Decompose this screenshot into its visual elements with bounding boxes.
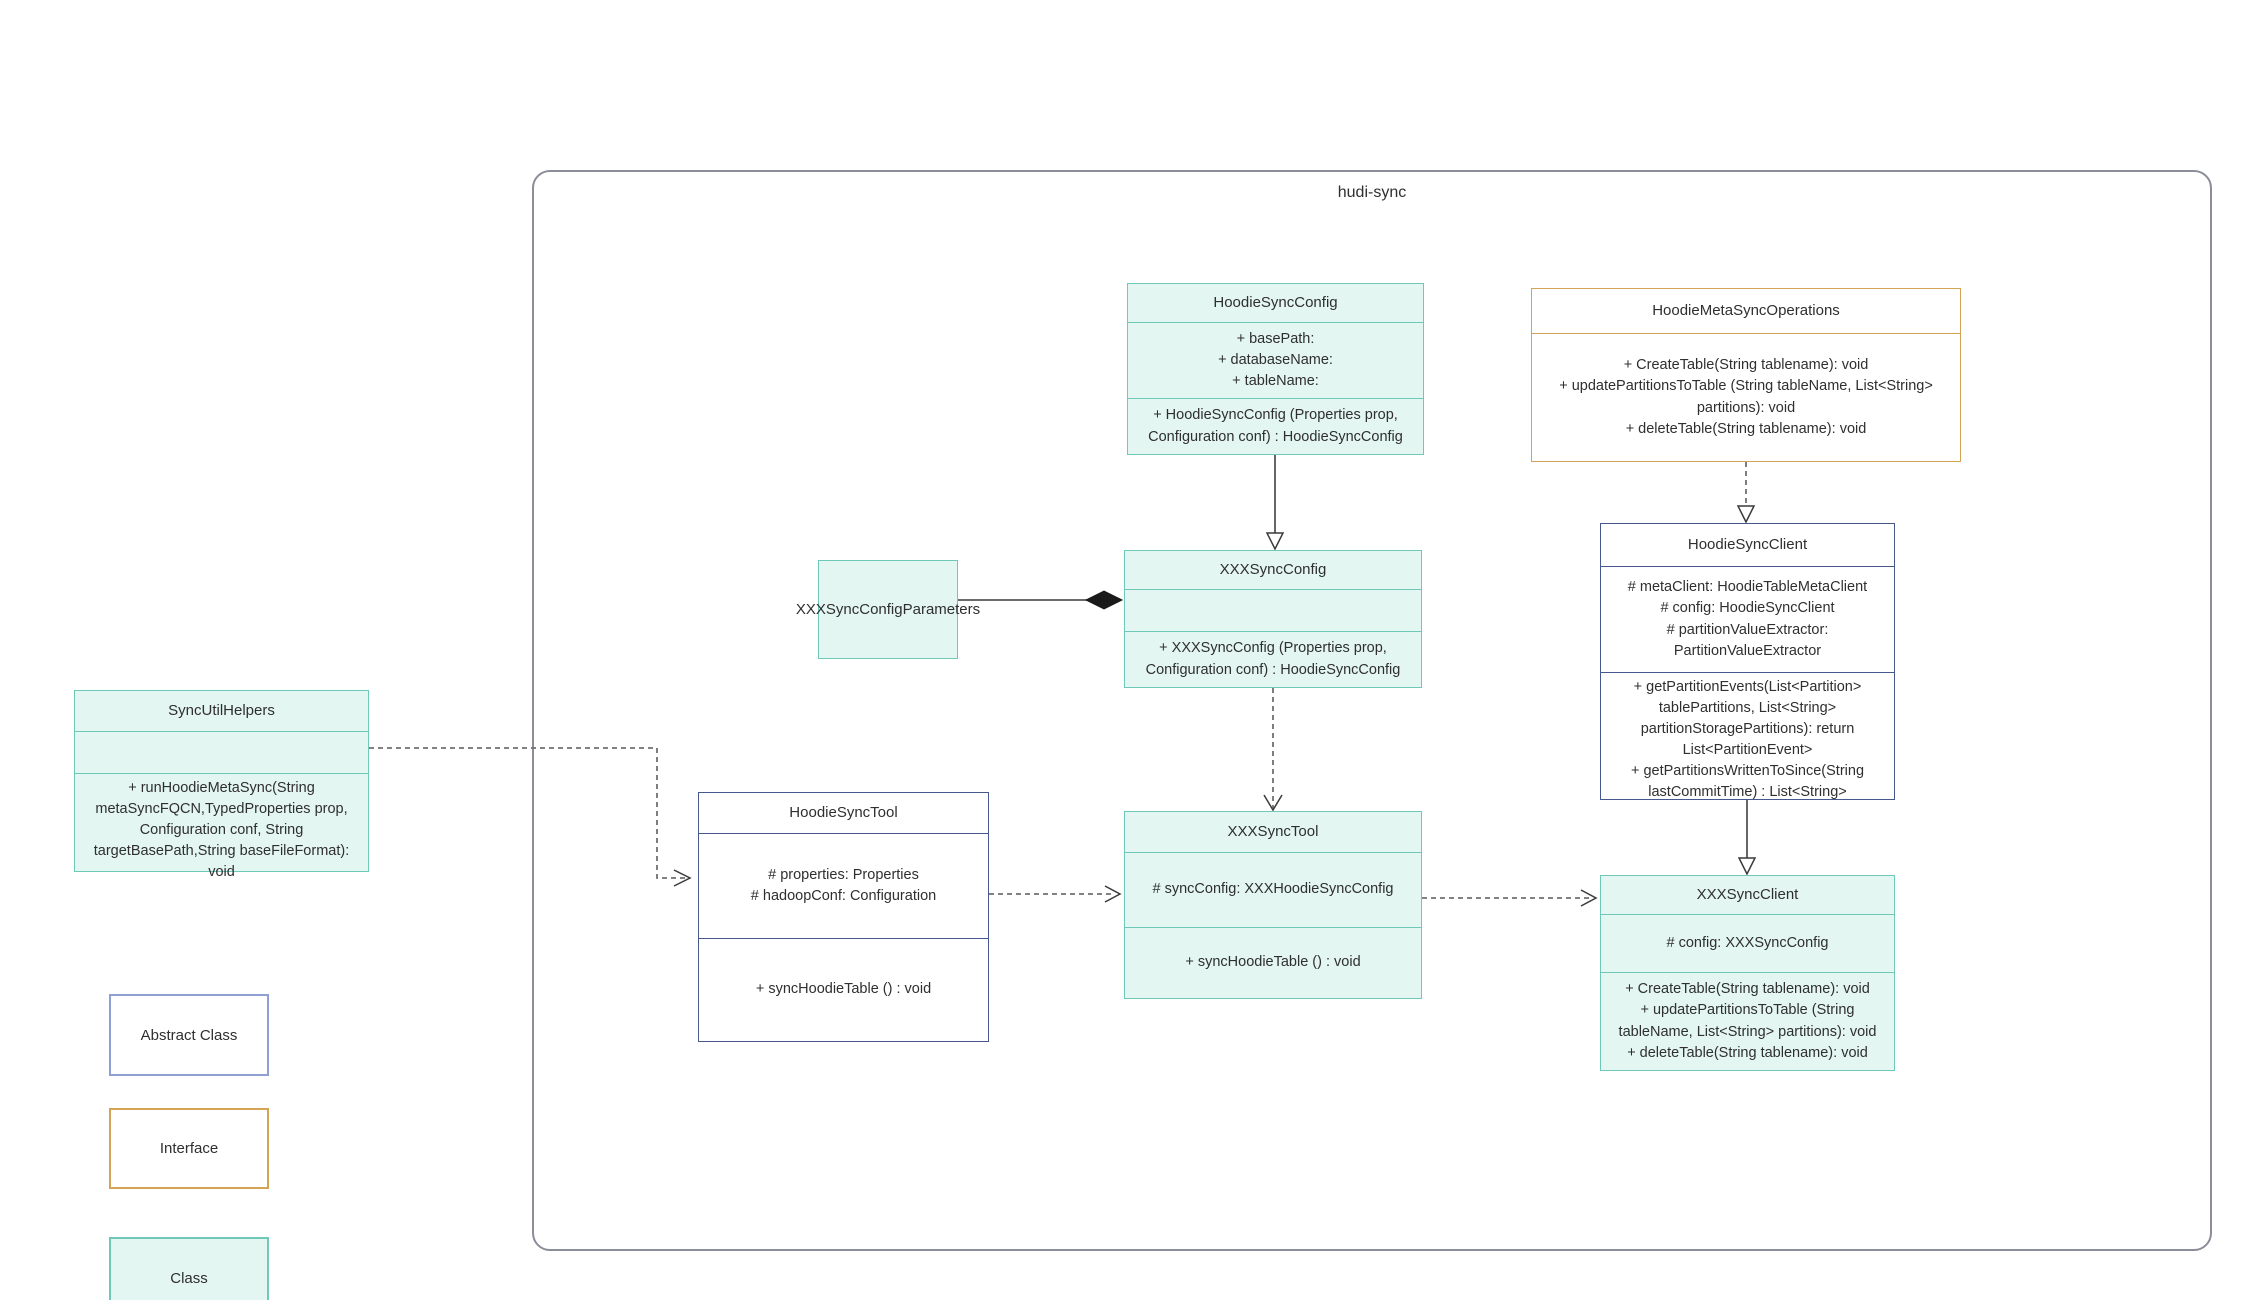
class-attributes: # metaClient: HoodieTableMetaClient # co… (1601, 566, 1894, 672)
class-box-sync-util-helpers: SyncUtilHelpers + runHoodieMetaSync(Stri… (74, 690, 369, 880)
class-box-xxx-sync-config-parameters: XXXSyncConfigParameters (795, 560, 981, 659)
group-label: hudi-sync (1337, 184, 1407, 201)
class-box-xxx-sync-tool: XXXSyncTool # syncConfig: XXXHoodieSyncC… (1124, 811, 1422, 999)
class-attributes: # properties: Properties # hadoopConf: C… (699, 833, 988, 938)
class-box-xxx-sync-client: XXXSyncClient # config: XXXSyncConfig + … (1600, 875, 1895, 1071)
legend-interface: Interface (109, 1108, 269, 1189)
class-attributes (1125, 589, 1421, 631)
class-box-hoodie-sync-config: HoodieSyncConfig + basePath: + databaseN… (1127, 283, 1424, 455)
class-attributes (75, 731, 368, 773)
class-title: XXXSyncClient (1696, 886, 1799, 904)
class-methods: + CreateTable(String tablename): void + … (1601, 972, 1894, 1070)
class-methods: + syncHoodieTable () : void (1125, 927, 1421, 998)
class-title: XXXSyncTool (1227, 823, 1319, 841)
class-title: HoodieSyncTool (789, 804, 898, 822)
class-methods: + runHoodieMetaSync(String metaSyncFQCN,… (75, 773, 368, 887)
class-title: XXXSyncConfig (1219, 561, 1327, 579)
legend-class: Class (109, 1237, 269, 1300)
class-methods: + getPartitionEvents(List<Partition> tab… (1601, 672, 1894, 807)
interface-box-hoodie-meta-sync-operations: HoodieMetaSyncOperations + CreateTable(S… (1531, 288, 1961, 462)
class-methods: + XXXSyncConfig (Properties prop, Config… (1125, 631, 1421, 687)
interface-methods: + CreateTable(String tablename): void + … (1532, 333, 1960, 461)
class-title: HoodieSyncClient (1687, 536, 1808, 554)
abstract-class-box-hoodie-sync-tool: HoodieSyncTool # properties: Properties … (698, 792, 989, 1042)
class-box-xxx-sync-config: XXXSyncConfig + XXXSyncConfig (Propertie… (1124, 550, 1422, 688)
interface-title: HoodieMetaSyncOperations (1652, 302, 1840, 320)
abstract-class-box-hoodie-sync-client: HoodieSyncClient # metaClient: HoodieTab… (1600, 523, 1895, 800)
class-attributes: + basePath: + databaseName: + tableName: (1128, 322, 1423, 398)
class-attributes: # config: XXXSyncConfig (1601, 914, 1894, 972)
hudi-sync-group-container: hudi-sync (532, 170, 2212, 1251)
class-title: HoodieSyncConfig (1213, 294, 1338, 312)
class-methods: + syncHoodieTable () : void (699, 938, 988, 1041)
class-title: SyncUtilHelpers (168, 702, 275, 720)
class-title: XXXSyncConfigParameters (795, 600, 981, 618)
class-methods: + HoodieSyncConfig (Properties prop, Con… (1128, 398, 1423, 454)
class-attributes: # syncConfig: XXXHoodieSyncConfig (1125, 852, 1421, 927)
legend-abstract-class: Abstract Class (109, 994, 269, 1076)
